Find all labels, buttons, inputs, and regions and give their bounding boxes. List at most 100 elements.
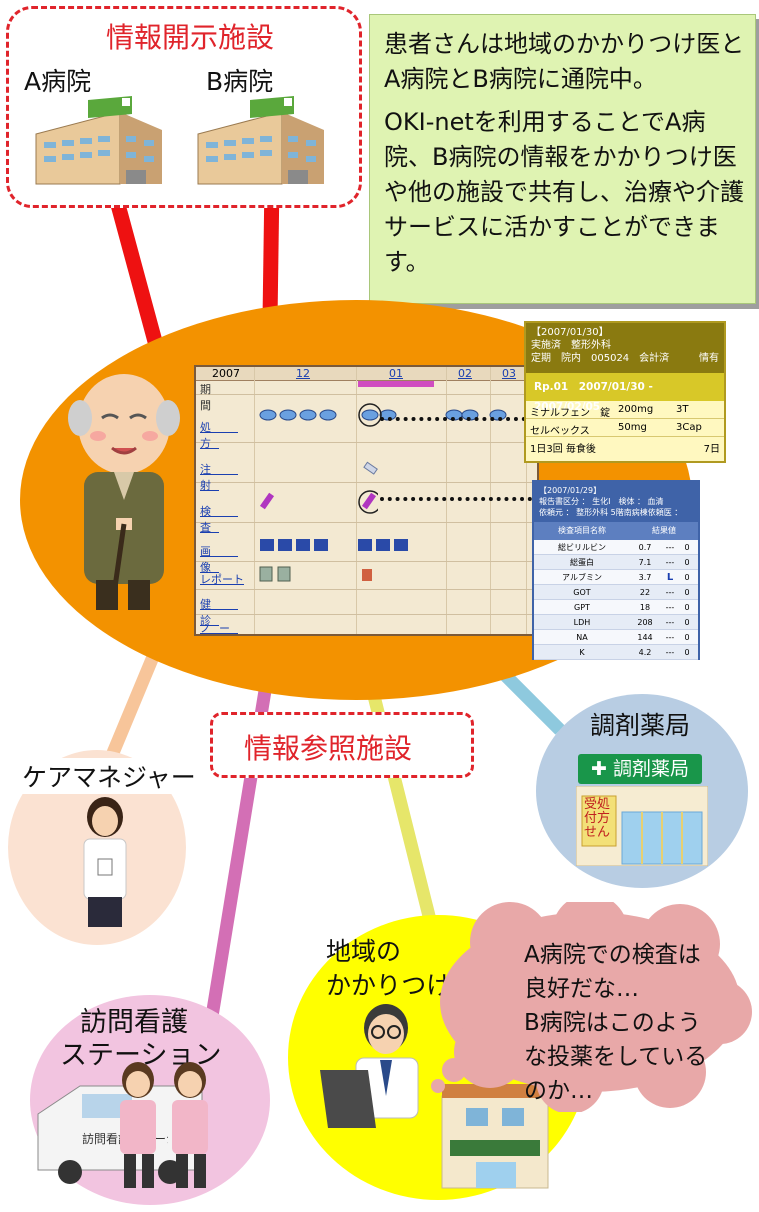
lab-item-name: GPT bbox=[574, 602, 590, 612]
lab-item-name: LDH bbox=[573, 617, 591, 627]
lab-item-extra: 0 bbox=[684, 602, 690, 612]
pharmacy-building-icon bbox=[576, 786, 708, 866]
report-icons[interactable] bbox=[258, 565, 398, 585]
rx-drug-qty: 3T bbox=[676, 404, 689, 415]
month-label[interactable]: 01 bbox=[389, 367, 403, 380]
lab-item-name: アルブミン bbox=[562, 572, 602, 582]
nurse-station-label-1: 訪問看護 bbox=[80, 1007, 188, 1038]
lab-item-value: 22 bbox=[639, 587, 651, 597]
disclosure-title: 情報開示施設 bbox=[100, 16, 281, 56]
rx-drug-name: ミナルフェン 錠 bbox=[530, 408, 610, 419]
lab-item-name: 総蛋白 bbox=[570, 557, 594, 567]
exam-icons[interactable] bbox=[258, 489, 378, 515]
row-label-note[interactable]: ノート bbox=[200, 622, 238, 635]
lab-item-flag: --- bbox=[665, 587, 675, 597]
row-label-prescription[interactable]: 処 方 bbox=[200, 421, 238, 450]
month-label[interactable]: 12 bbox=[296, 367, 310, 380]
lab-item-name: NA bbox=[576, 632, 588, 642]
pharmacy-label: 調剤薬局 bbox=[590, 711, 691, 740]
explanation-note: 患者さんは地域のかかりつけ医とA病院とB病院に通院中。 OKI-netを利用する… bbox=[369, 14, 756, 304]
reference-title: 情報参照施設 bbox=[244, 732, 413, 765]
timeline-year: 2007 bbox=[212, 367, 240, 380]
care-manager-label: ケアマネジャー bbox=[20, 758, 198, 794]
lab-connector bbox=[380, 497, 532, 501]
lab-line3: 依頼元 ： 整形外科 5階南病棟依頼医 ： bbox=[539, 508, 683, 517]
row-label-period: 期 間 bbox=[200, 383, 238, 412]
month-label[interactable]: 02 bbox=[458, 367, 472, 380]
rx-drug-dose: 50mg bbox=[618, 422, 647, 433]
note-paragraph-1: 患者さんは地域のかかりつけ医とA病院とB病院に通院中。 bbox=[384, 30, 745, 93]
lab-item-value: 3.7 bbox=[638, 572, 652, 582]
lab-item-extra: 0 bbox=[684, 572, 690, 582]
prescription-connector bbox=[380, 417, 526, 421]
lab-item-extra: 0 bbox=[684, 632, 690, 642]
lab-item-value: 0.7 bbox=[638, 542, 652, 552]
period-bar bbox=[358, 381, 434, 387]
line-care-manager bbox=[104, 637, 166, 763]
doctor-label-1: 地域の bbox=[326, 937, 402, 966]
injection-icon[interactable] bbox=[360, 459, 380, 479]
nurses-icon bbox=[120, 1062, 208, 1188]
rx-drug-name: セルベックス bbox=[530, 426, 590, 437]
lab-item-value: 4.2 bbox=[638, 647, 652, 657]
lab-item-flag: L bbox=[666, 571, 674, 583]
rx-rp-header: Rp.01 2007/01/30 - 2007/02/05 bbox=[526, 373, 724, 413]
lab-item-name: GOT bbox=[573, 587, 591, 597]
lab-item-name: K bbox=[579, 647, 585, 657]
rx-drug-qty: 3Cap bbox=[676, 422, 702, 433]
lab-item-value: 144 bbox=[637, 632, 653, 642]
row-label-exam[interactable]: 検 査 bbox=[200, 505, 238, 534]
rx-date: 【2007/01/30】 bbox=[531, 327, 609, 338]
lab-header-value: 結果値 bbox=[652, 526, 676, 535]
lab-line2: 報告書区分 ： 生化I 検体 ： 血清 bbox=[539, 497, 664, 506]
clinic-building-icon bbox=[441, 1084, 549, 1189]
lab-row: GOT 22 --- 0 bbox=[534, 585, 698, 600]
imaging-icons[interactable] bbox=[258, 535, 438, 555]
care-manager-icon bbox=[83, 797, 127, 927]
hospital-b-label: B病院 bbox=[206, 67, 274, 96]
thought-line: な投薬をしている bbox=[524, 1044, 708, 1070]
lab-item-flag: --- bbox=[665, 542, 675, 552]
elderly-patient-icon bbox=[68, 374, 180, 610]
lab-item-flag: --- bbox=[665, 617, 675, 627]
hospital-b-icon bbox=[197, 96, 324, 185]
hospital-a-icon bbox=[35, 96, 162, 185]
pharmacy-window-text: 受処付方せん bbox=[584, 797, 611, 840]
month-label[interactable]: 03 bbox=[502, 367, 516, 380]
rx-line2: 実施済 整形外科 bbox=[531, 340, 611, 351]
row-label-injection[interactable]: 注 射 bbox=[200, 463, 238, 492]
lab-item-flag: --- bbox=[665, 602, 675, 612]
lab-item-name: 総ビリルビン bbox=[558, 542, 606, 552]
lab-item-value: 7.1 bbox=[638, 557, 652, 567]
lab-item-extra: 0 bbox=[684, 647, 690, 657]
thought-line: A病院での検査は bbox=[524, 942, 701, 968]
prescription-icons[interactable] bbox=[258, 403, 539, 427]
hospital-a-label: A病院 bbox=[24, 67, 92, 96]
lab-result-panel: 【2007/01/29】 報告書区分 ： 生化I 検体 ： 血清 依頼元 ： 整… bbox=[532, 480, 700, 660]
rx-info-flag: 情有 bbox=[699, 353, 719, 364]
note-paragraph-2: OKI-netを利用することでA病院、B病院の情報をかかりつけ医や他の施設で共有… bbox=[384, 108, 744, 276]
thought-text: A病院での検査は 良好だな… B病院はこのよう な投薬をしている のか… bbox=[524, 938, 707, 1108]
lab-header-name: 検査項目名称 bbox=[558, 526, 606, 535]
row-label-checkup[interactable]: 健 診 bbox=[200, 598, 238, 627]
rx-drug-dose: 200mg bbox=[618, 404, 654, 415]
row-label-report[interactable]: レポート bbox=[200, 573, 244, 586]
reference-box bbox=[210, 712, 474, 778]
lab-item-extra: 0 bbox=[684, 617, 690, 627]
row-label-imaging[interactable]: 画 像 bbox=[200, 545, 238, 574]
pharmacy-sign: ✚ 調剤薬局 bbox=[578, 754, 702, 784]
lab-item-extra: 0 bbox=[684, 542, 690, 552]
rx-days: 7日 bbox=[703, 444, 720, 455]
thought-line: のか… bbox=[524, 1078, 593, 1104]
rx-usage: 1日3回 毎食後 bbox=[530, 444, 596, 455]
lab-item-extra: 0 bbox=[684, 587, 690, 597]
lab-item-extra: 0 bbox=[684, 557, 690, 567]
timeline-header bbox=[196, 367, 537, 381]
thought-line: 良好だな… bbox=[524, 976, 639, 1002]
